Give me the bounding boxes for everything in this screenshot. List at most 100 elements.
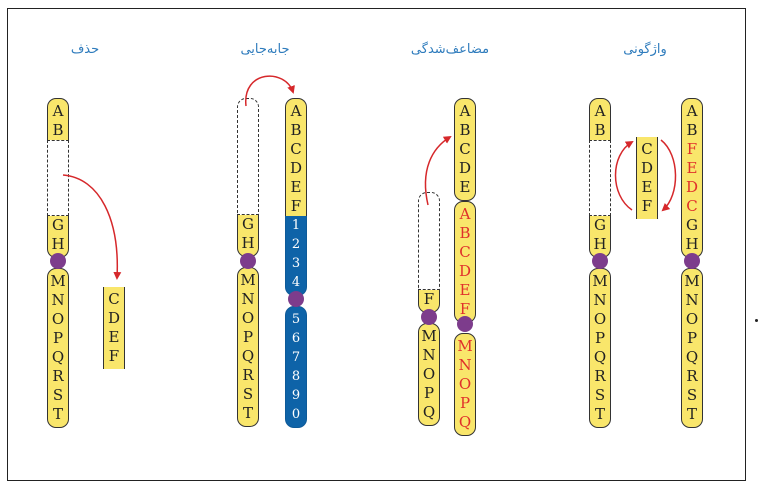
gene-label: C	[459, 243, 471, 261]
gene-label: Q	[422, 403, 436, 421]
gene-label: O	[458, 375, 472, 393]
gene-label: D	[458, 159, 472, 177]
gene-label: H	[51, 235, 65, 253]
centromere	[50, 253, 66, 269]
gene-label: B	[459, 224, 471, 242]
gene-label: P	[242, 328, 254, 346]
gene-label: B	[594, 121, 606, 139]
gene-label: G	[52, 216, 64, 234]
centromere	[421, 309, 437, 325]
chromosome-arm: F	[418, 192, 440, 313]
gene-label: F	[686, 140, 698, 158]
gene-label: M	[457, 337, 473, 355]
gene-label: G	[686, 216, 698, 234]
gene-label: M	[50, 272, 66, 290]
gene-label: 2	[291, 237, 301, 252]
gene-label: R	[594, 367, 606, 385]
gene-label: N	[51, 291, 65, 309]
gene-label: F	[641, 197, 653, 215]
gene-label: B	[459, 121, 471, 139]
gene-label: G	[594, 216, 606, 234]
deleted-region	[47, 140, 69, 216]
deleted-region	[237, 98, 259, 215]
title-inversion: واژگونی	[623, 42, 667, 57]
gene-label: C	[290, 140, 302, 158]
gene-label: D	[685, 178, 699, 196]
gene-label: 6	[291, 331, 301, 346]
gene-label: B	[290, 121, 302, 139]
gene-label: M	[684, 272, 700, 290]
gene-label: B	[686, 121, 698, 139]
gene-label: T	[242, 404, 253, 422]
gene-label: C	[459, 140, 471, 158]
gene-label: F	[459, 300, 471, 318]
gene-label: F	[108, 347, 120, 365]
title-deletion: حذف	[70, 42, 100, 57]
gene-label: 8	[291, 369, 301, 384]
gene-label: R	[52, 367, 64, 385]
title-duplication: مضاعف‌شدگی	[410, 42, 490, 57]
centromere	[592, 253, 608, 269]
gene-label: G	[242, 215, 254, 233]
gene-label: S	[242, 385, 254, 403]
gene-label: P	[686, 329, 698, 347]
gene-label: T	[594, 405, 605, 423]
gene-label: O	[422, 365, 436, 383]
gene-label: Q	[458, 413, 472, 431]
gene-label: E	[459, 178, 471, 196]
gene-label: E	[108, 328, 120, 346]
gene-label: S	[686, 386, 698, 404]
gene-label: 1	[291, 218, 301, 233]
gene-label: O	[593, 310, 607, 328]
gene-label: H	[593, 235, 607, 253]
gene-label: M	[592, 272, 608, 290]
gene-label: P	[52, 329, 64, 347]
gene-label: P	[594, 329, 606, 347]
gene-label: E	[641, 178, 653, 196]
gene-label: S	[52, 386, 64, 404]
gene-label: O	[241, 309, 255, 327]
gene-label: N	[685, 291, 699, 309]
gene-label: F	[290, 197, 302, 215]
gene-label: H	[241, 234, 255, 252]
centromere	[288, 291, 304, 307]
gene-label: A	[459, 102, 471, 120]
gene-label: 3	[291, 256, 301, 271]
gene-label: 7	[291, 350, 301, 365]
gene-label: P	[459, 394, 471, 412]
gene-label: 5	[291, 312, 301, 327]
title-translocation: جابه‌جایی	[240, 42, 290, 57]
figure-frame	[7, 8, 746, 481]
gene-label: T	[686, 405, 697, 423]
gene-label: M	[240, 271, 256, 289]
gene-label: M	[421, 327, 437, 345]
